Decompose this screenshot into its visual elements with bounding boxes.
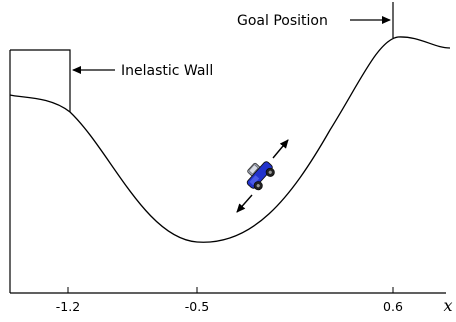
inelastic-wall-label: Inelastic Wall	[121, 63, 213, 79]
tick-label: -0.5	[185, 299, 209, 314]
double-headed-arrow-icon	[236, 139, 289, 213]
tick-label: -1.2	[56, 299, 80, 314]
tick-label: 0.6	[383, 299, 403, 314]
goal-position-label: Goal Position	[237, 13, 328, 29]
inelastic-wall	[10, 49, 71, 112]
mountain-curve	[9, 36, 451, 243]
x-axis-variable: x	[443, 296, 452, 315]
car-icon	[246, 161, 275, 191]
